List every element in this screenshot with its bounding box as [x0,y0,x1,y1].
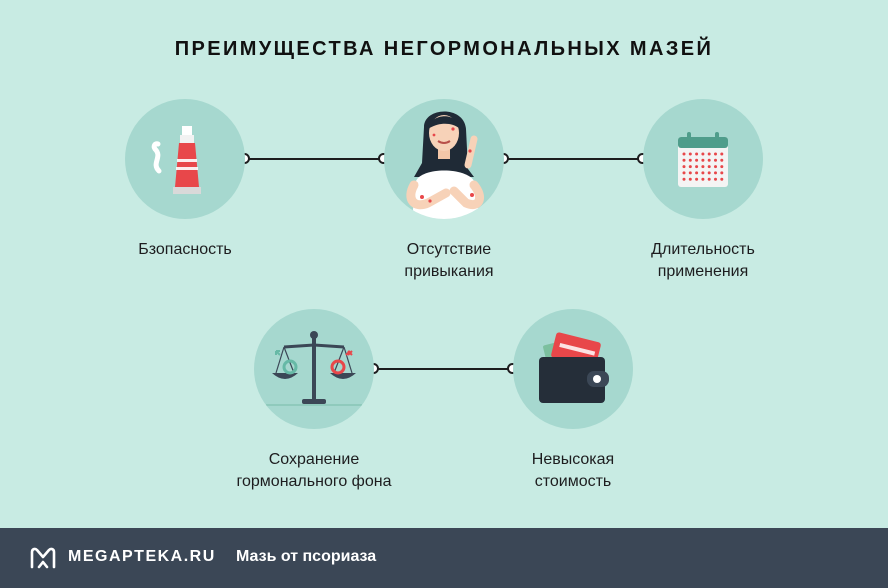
label-low-cost: Невысокая стоимость [531,451,615,490]
calendar-day-dot [707,177,711,181]
calendar-day-dot [714,152,717,156]
calendar-day-dot [682,158,686,162]
calendar-day-dot [688,152,692,156]
ointment-tube-icon [151,126,201,194]
calendar-day-dot [720,165,724,169]
label-safety: Бзопасность [138,241,232,258]
safety-circle [125,99,245,219]
connector-line [245,158,384,160]
label-no-addiction: Отсутствие привыкания [404,241,494,280]
calendar-day-dot [701,158,705,162]
calendar-day-dot [707,171,711,175]
calendar-day-dot [714,171,717,175]
calendar-day-dot [682,165,686,169]
calendar-day-dot [720,152,724,156]
calendar-day-dot [701,165,705,169]
wallet-icon [539,332,609,403]
calendar-day-dot [714,177,717,181]
page-title: ПРЕИМУЩЕСТВА НЕГОРМОНАЛЬНЫХ МАЗЕЙ [174,38,714,60]
calendar-day-dot [695,171,699,175]
calendar-day-dot [688,177,692,181]
calendar-day-dot [720,177,724,181]
calendar-day-dot [682,171,686,175]
low-cost-circle [513,309,633,429]
footer-subtitle: Мазь от псориаза [236,548,377,565]
label-hormonal-balance: Сохранение гормонального фона [236,451,392,490]
connector-line [374,368,513,370]
hormonal-balance-circle [254,309,374,429]
calendar-day-dot [720,171,724,175]
calendar-day-dot [695,158,699,162]
brand-name[interactable]: MEGAPTEKA.RU [68,548,216,565]
calendar-day-dot [707,152,711,156]
calendar-day-dot [682,152,686,156]
calendar-day-dot [701,177,705,181]
calendar-day-dot [720,158,724,162]
connector-line [504,158,643,160]
calendar-day-dot [688,158,692,162]
calendar-day-dot [695,177,699,181]
label-duration: Длительность применения [651,241,755,280]
calendar-day-dot [682,177,686,181]
calendar-day-dot [701,171,705,175]
calendar-day-dot [688,165,692,169]
calendar-day-dot [701,152,705,156]
footer-bar: MEGAPTEKA.RU Мазь от псориаза [0,528,888,588]
calendar-day-dot [695,165,699,169]
no-addiction-circle [384,99,504,219]
calendar-day-dot [707,158,711,162]
calendar-day-dot [707,165,711,169]
calendar-icon [678,132,728,187]
calendar-day-dot [714,158,717,162]
calendar-day-dot [714,165,717,169]
duration-circle [643,99,763,219]
woman-scratching-icon [406,111,484,219]
calendar-day-dot [688,171,692,175]
m-logo-icon [30,547,56,569]
calendar-day-dot [695,152,699,156]
scales-gender-icon [266,331,362,406]
